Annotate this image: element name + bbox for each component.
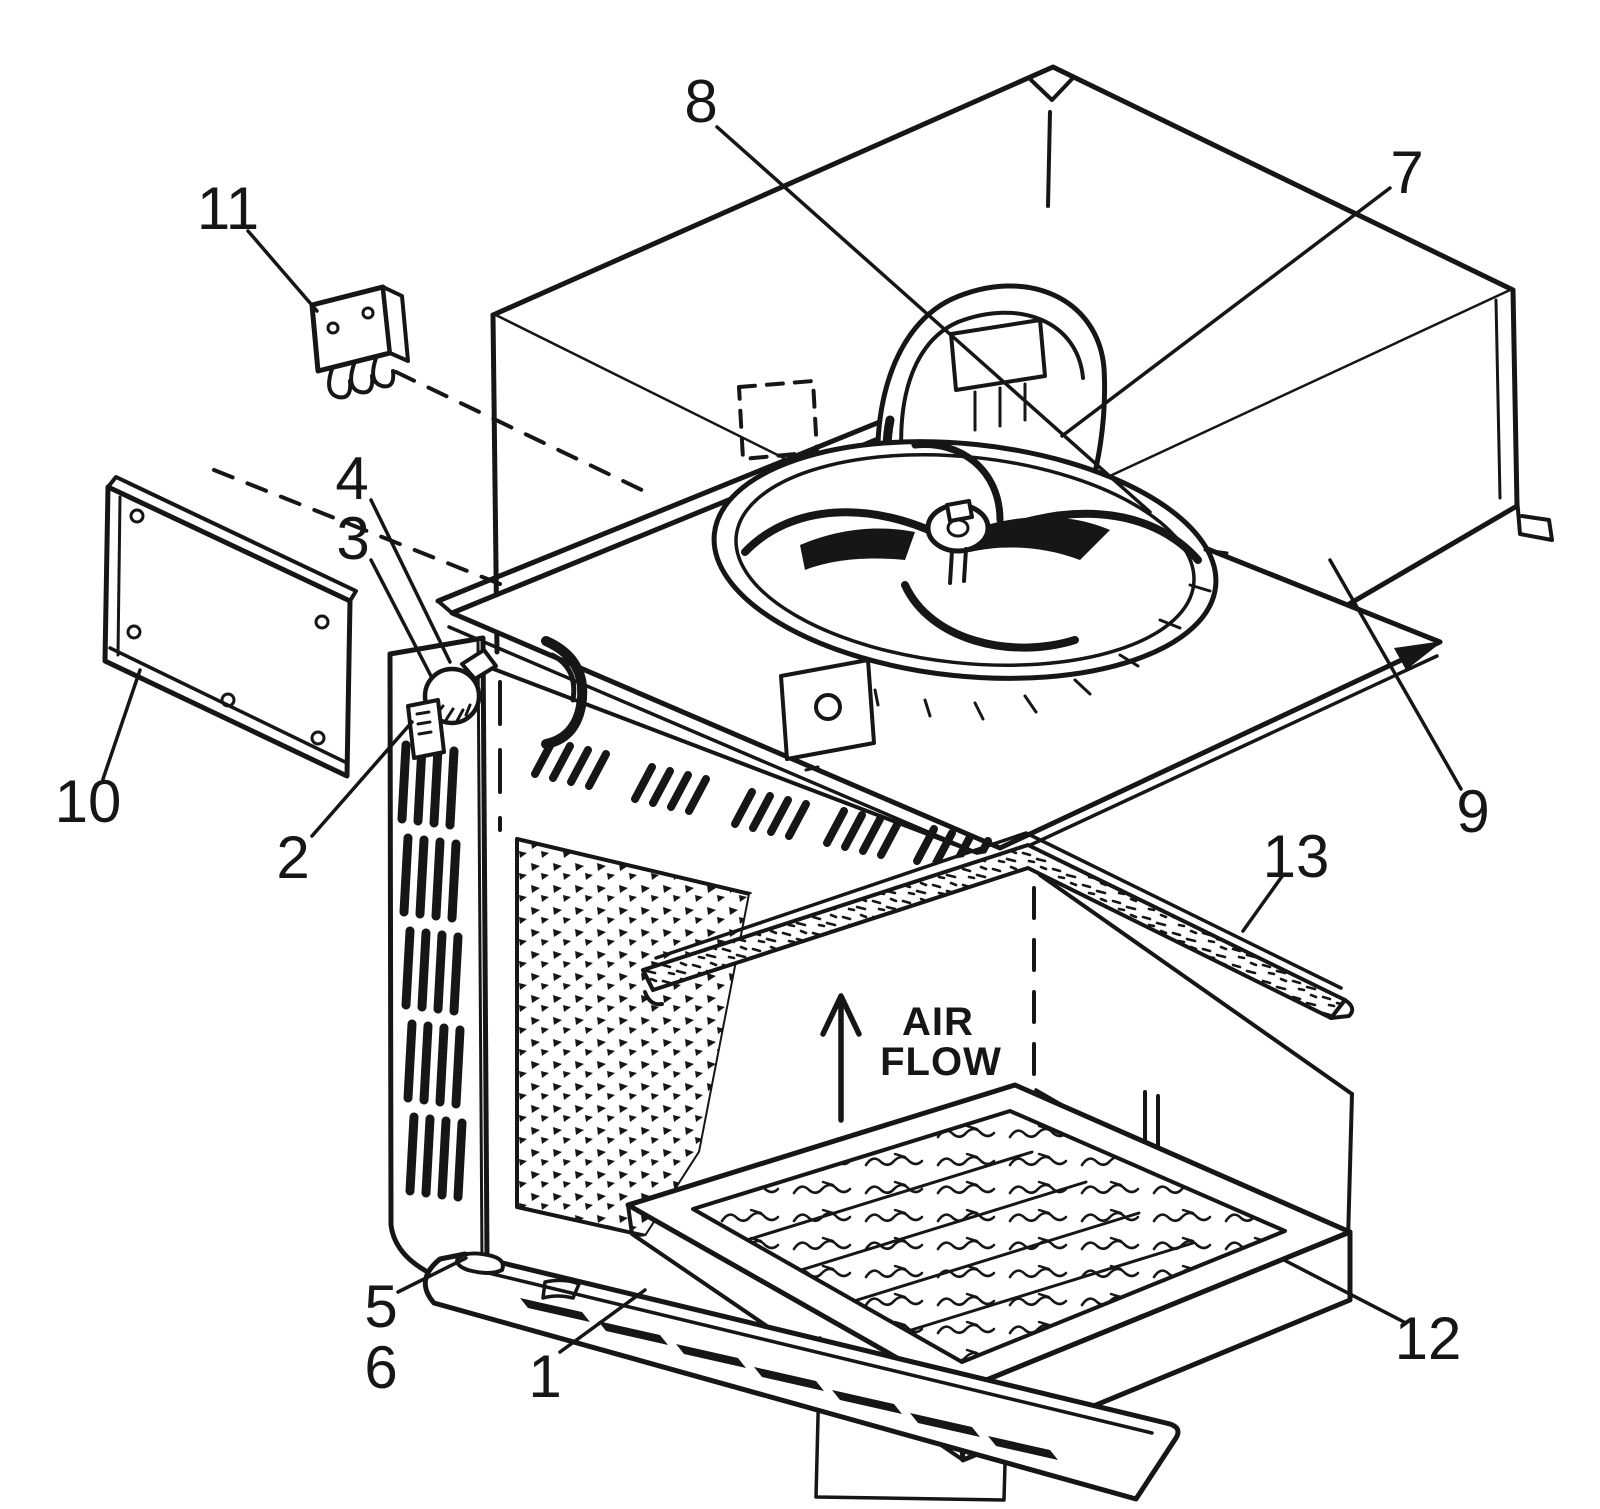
damper-curl-inner [549, 652, 577, 703]
housing-front-right-side-edge [1346, 1092, 1354, 1242]
callout-9: 9 [1456, 778, 1489, 845]
panel-front-right-hem [994, 654, 1439, 863]
blade-rim-inner [734, 453, 1196, 667]
callout-5: 5 [364, 1273, 397, 1340]
hub-center [946, 518, 970, 538]
leader-line-8 [715, 125, 1152, 514]
leader-line-11 [246, 229, 319, 313]
grille-slots [520, 1298, 1058, 1460]
housing-front-right-face [1036, 875, 1352, 1240]
leader-line-3 [369, 558, 434, 680]
hub-nut [945, 499, 974, 523]
terminal-hole-2 [361, 306, 375, 320]
callout-7: 7 [1390, 139, 1423, 206]
leader-line-12 [1282, 1258, 1406, 1324]
panel-right-tip [1394, 641, 1443, 670]
blade-edge-2 [741, 508, 954, 556]
air-flow-arrow [820, 993, 862, 1123]
callout-leader-lines [101, 125, 1463, 1354]
callout-2: 2 [276, 824, 309, 891]
junction-plate-hole [814, 693, 842, 721]
panel-front-left-hem [447, 625, 998, 863]
plate-left-hem [116, 495, 122, 657]
callout-6: 6 [364, 1334, 397, 1401]
housing-front-right-top-edge [1038, 873, 1354, 1096]
switch-ticks [415, 710, 433, 736]
terminal-hole-1 [326, 321, 340, 335]
mounting-plate [102, 475, 358, 779]
blade-edge-3 [901, 581, 1079, 652]
leader-line-2 [310, 720, 414, 838]
bottom-grille [422, 1251, 1181, 1502]
callout-11: 11 [197, 175, 259, 242]
junction-plate-tick [804, 765, 820, 772]
callout-13: 13 [1263, 823, 1330, 890]
panel-back-flange [435, 412, 900, 604]
motor-window [949, 318, 1047, 392]
cover-right-edge [1510, 287, 1520, 509]
hub-stem [948, 547, 968, 585]
leader-line-10 [101, 668, 142, 781]
top-vent-slots [531, 738, 992, 877]
leader-line-13 [1241, 873, 1285, 933]
cover-right-inner-edge [1494, 298, 1502, 500]
rail-upper-chevron-1 [654, 831, 1343, 990]
cover-foot-flange [1515, 496, 1554, 542]
callout-4: 4 [335, 445, 368, 512]
leader-line-4 [369, 498, 452, 664]
filter-grid-lines [745, 1150, 1195, 1333]
blade-shadow-right [960, 517, 1110, 560]
callout-3: 3 [336, 505, 369, 572]
plate-screw-holes [126, 508, 330, 746]
plate-top-fold [106, 475, 358, 603]
cover-crease [1046, 110, 1052, 208]
terminal-prongs [327, 356, 396, 400]
assembly-dash-line-2 [212, 468, 502, 586]
terminal-front [309, 284, 393, 374]
rail-left-hook [641, 968, 664, 1007]
lower-housing [387, 635, 1354, 1502]
leader-line-7 [1060, 186, 1392, 438]
grille-corner-slot [455, 1251, 505, 1275]
callout-1: 1 [528, 1343, 561, 1410]
air-flow-annotation: AIR FLOW [820, 993, 1002, 1123]
switch [406, 698, 446, 760]
cover-peak-notch [1029, 77, 1074, 102]
callout-8: 8 [684, 68, 717, 135]
leader-line-9 [1328, 558, 1463, 791]
blade-shadow-left [800, 528, 915, 570]
air-flow-label-line1: AIR [902, 1000, 974, 1044]
grille-small-slot [541, 1278, 581, 1300]
air-flow-label-line2: FLOW [880, 1040, 1002, 1084]
filter-frame-rail [641, 831, 1355, 1020]
damper-curl [541, 636, 588, 749]
rail-right-hook [1329, 998, 1355, 1020]
assembly-dash-line-1 [394, 370, 648, 494]
leader-line-5 [396, 1256, 468, 1294]
terminal-side [381, 285, 410, 363]
lamp-and-switch [406, 648, 498, 760]
louver-vents [397, 740, 467, 1202]
plate-face [102, 484, 353, 779]
callout-12: 12 [1395, 1305, 1462, 1372]
louver-column-inner-edge [476, 640, 484, 1264]
blade-edge-4 [911, 440, 1004, 524]
callout-10: 10 [55, 768, 122, 835]
leader-line-1 [558, 1288, 647, 1354]
terminal-block [212, 284, 648, 586]
grille-band-inner-edge [470, 1267, 1154, 1435]
junction-plate [779, 658, 876, 761]
filter-media [691, 1109, 1287, 1364]
